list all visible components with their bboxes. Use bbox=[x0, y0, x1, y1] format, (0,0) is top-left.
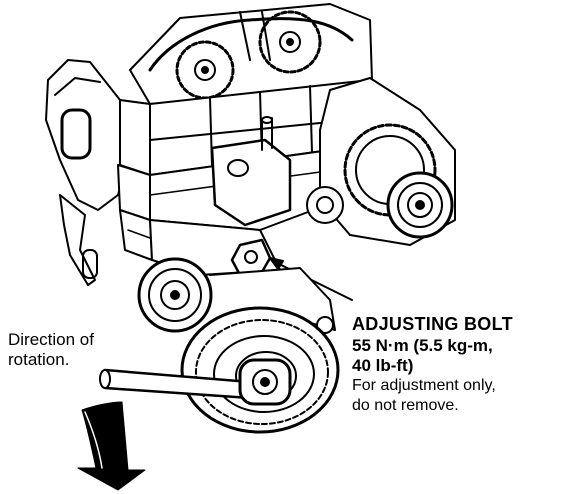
alternator bbox=[306, 77, 456, 246]
callout-torque-line1: 55 N·m (5.5 kg-m, bbox=[352, 335, 493, 355]
timing-belt-cover bbox=[129, 3, 373, 105]
alternator-adjusting-bracket bbox=[210, 116, 292, 227]
callout-torque-line2: 40 lb-ft) bbox=[352, 355, 414, 375]
direction-label-line1: Direction of bbox=[8, 330, 94, 349]
callout-title: ADJUSTING BOLT bbox=[352, 314, 513, 334]
idler-pulley-icon bbox=[137, 257, 213, 333]
camshaft-gear-right-icon bbox=[258, 10, 322, 74]
direction-label-line2: rotation. bbox=[8, 350, 70, 370]
cylinder-block bbox=[117, 79, 373, 276]
direction-of-rotation-label: Direction of rotation. bbox=[8, 330, 94, 371]
left-engine-mount-bracket bbox=[45, 59, 131, 286]
adjusting-bolt-callout: ADJUSTING BOLT 55 N·m (5.5 kg-m, 40 lb-f… bbox=[352, 314, 513, 415]
callout-note-line1: For adjustment only, bbox=[352, 377, 496, 395]
rotation-direction-arrow-icon bbox=[77, 401, 146, 491]
wrench-tool-icon bbox=[99, 358, 292, 406]
adjusting-bolt-icon bbox=[230, 238, 272, 277]
alternator-pulley-icon bbox=[386, 171, 454, 239]
callout-arrowhead bbox=[269, 257, 284, 270]
callout-note-line2: do not remove. bbox=[352, 396, 459, 414]
